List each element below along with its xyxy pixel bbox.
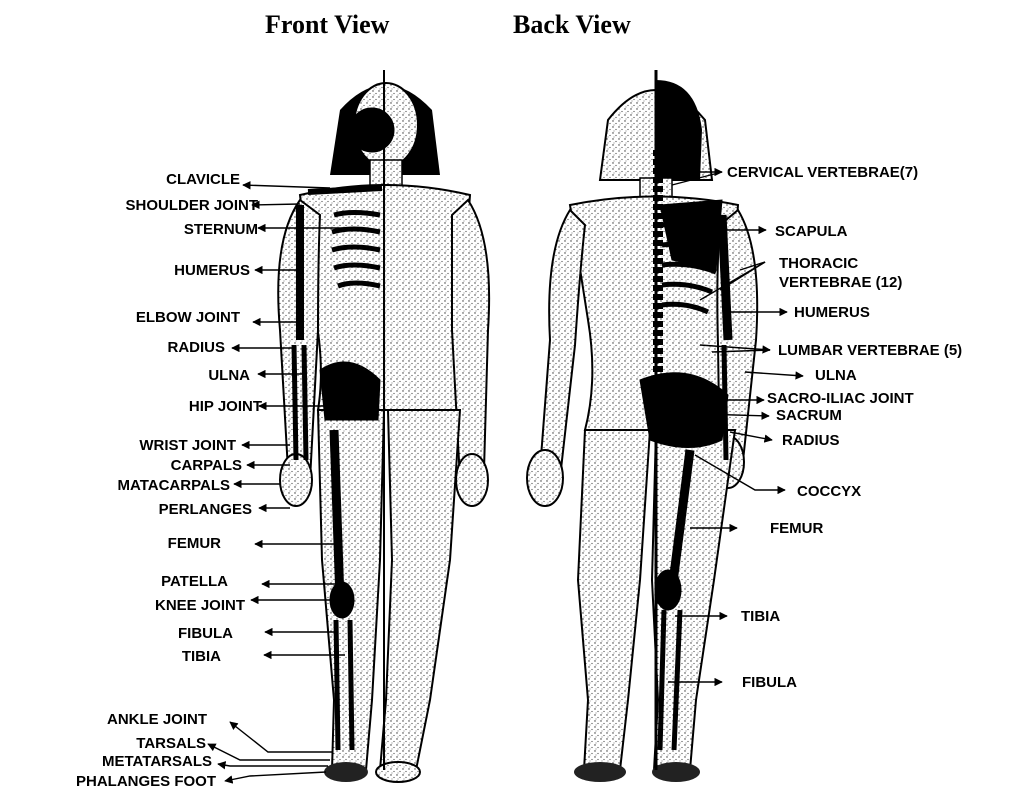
- back-right-foot: [652, 762, 700, 782]
- back-label-thoracic: THORACIC: [779, 255, 858, 272]
- front-label-femur: FEMUR: [168, 535, 221, 552]
- back-left-foot: [574, 762, 626, 782]
- back-label-coccyx: COCCYX: [797, 483, 861, 500]
- front-left-hand: [280, 454, 312, 506]
- front-label-shoulder-joint: SHOULDER JOINT: [125, 197, 258, 214]
- front-figure: [278, 70, 489, 782]
- front-label-radius: RADIUS: [167, 339, 225, 356]
- back-left-leg: [578, 430, 650, 770]
- front-label-tibia: TIBIA: [182, 648, 221, 665]
- front-right-hand: [456, 454, 488, 506]
- front-label-hip-joint: HIP JOINT: [189, 398, 262, 415]
- front-label-humerus: HUMERUS: [174, 262, 250, 279]
- front-label-elbow-joint: ELBOW JOINT: [136, 309, 240, 326]
- front-labels: CLAVICLE SHOULDER JOINT STERNUM HUMERUS ELBO…: [76, 171, 262, 790]
- front-neck: [370, 160, 402, 188]
- back-label-sacro-iliac-joint: SACRO-ILIAC JOINT: [767, 390, 914, 407]
- front-label-ulna: ULNA: [208, 367, 250, 384]
- front-label-knee-joint: KNEE JOINT: [155, 597, 245, 614]
- back-label-femur: FEMUR: [770, 520, 823, 537]
- front-label-clavicle: CLAVICLE: [166, 171, 240, 188]
- back-label-tibia: TIBIA: [741, 608, 780, 625]
- back-labels: CERVICAL VERTEBRAE(7) SCAPULA THORACIC VERT…: [727, 164, 962, 691]
- back-label-scapula: SCAPULA: [775, 223, 848, 240]
- front-view-title: Front View: [265, 10, 389, 40]
- front-label-tarsals: TARSALS: [136, 735, 206, 752]
- front-right-leg: [380, 410, 460, 770]
- back-label-sacrum: SACRUM: [776, 407, 842, 424]
- front-right-foot: [376, 762, 420, 782]
- front-label-metatarsals: METATARSALS: [102, 753, 212, 770]
- front-label-matacarpals: MATACARPALS: [118, 477, 231, 494]
- back-label-fibula: FIBULA: [742, 674, 797, 691]
- front-label-fibula: FIBULA: [178, 625, 233, 642]
- front-label-phalanges-foot: PHALANGES FOOT: [76, 773, 216, 790]
- front-label-wrist-joint: WRIST JOINT: [139, 437, 236, 454]
- back-left-hand: [527, 450, 563, 506]
- front-label-sternum: STERNUM: [184, 221, 258, 238]
- front-label-ankle-joint: ANKLE JOINT: [107, 711, 207, 728]
- back-label-ulna: ULNA: [815, 367, 857, 384]
- back-label-vertebrae-12: VERTEBRAE (12): [779, 274, 902, 291]
- back-left-arm: [540, 210, 585, 478]
- back-label-radius: RADIUS: [782, 432, 840, 449]
- back-figure: [527, 70, 757, 782]
- back-label-lumbar-vertebrae-5: LUMBAR VERTEBRAE (5): [778, 342, 962, 359]
- back-view-title: Back View: [513, 10, 631, 40]
- front-label-perlanges: PERLANGES: [159, 501, 252, 518]
- front-label-carpals: CARPALS: [171, 457, 242, 474]
- back-label-humerus: HUMERUS: [794, 304, 870, 321]
- back-label-cervical-vertebrae-7: CERVICAL VERTEBRAE(7): [727, 164, 918, 181]
- front-left-foot: [324, 762, 368, 782]
- front-label-patella: PATELLA: [161, 573, 228, 590]
